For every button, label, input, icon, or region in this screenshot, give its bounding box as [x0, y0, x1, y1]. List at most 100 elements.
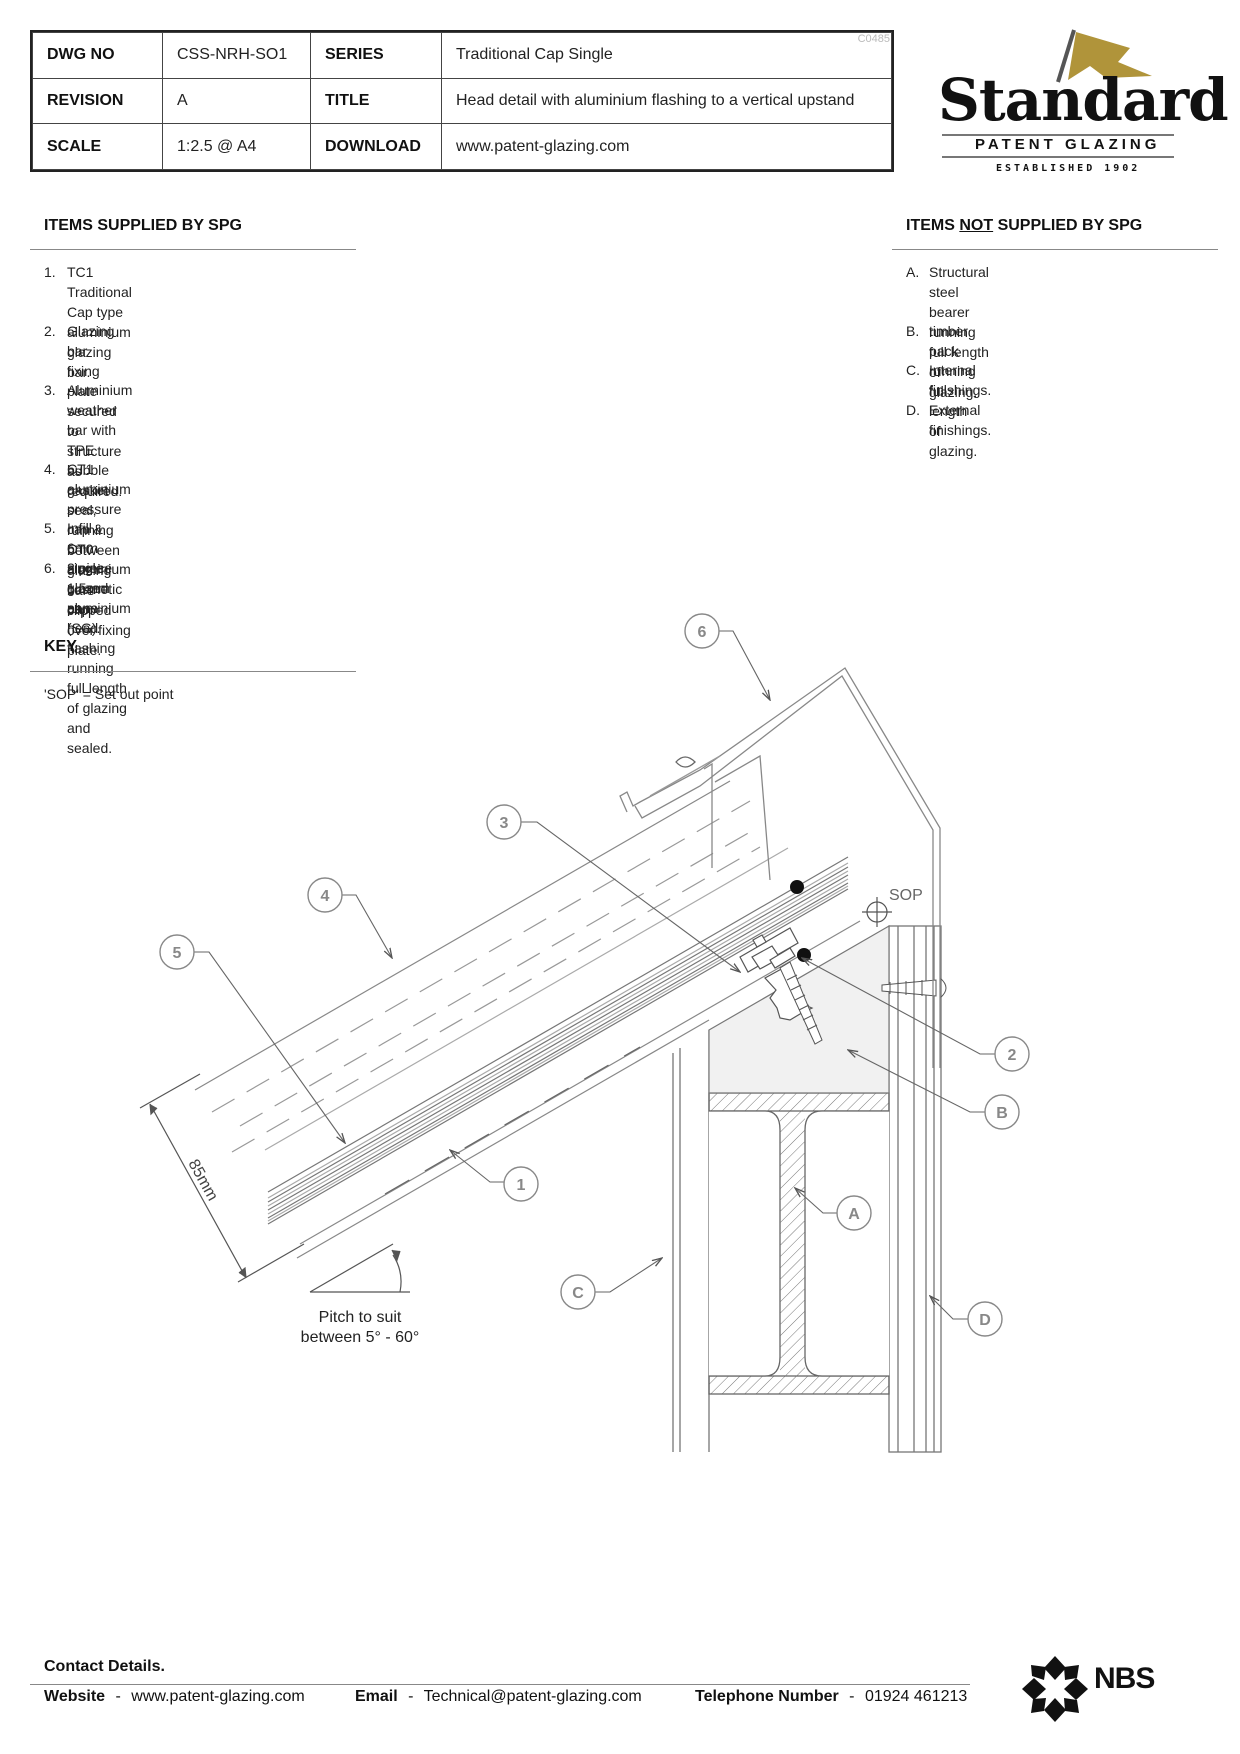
item-number: 6. [44, 560, 56, 576]
heading-part: SUPPLIED BY SPG [993, 217, 1143, 234]
item-text: Structural steel bearer running full len… [929, 264, 989, 380]
heading-part: ITEMS [906, 217, 960, 234]
separator: - [115, 1688, 121, 1705]
pitch-label-2: between 5° - 60° [301, 1329, 420, 1346]
item-number: 4. [44, 461, 56, 477]
contact-heading: Contact Details. [44, 1658, 165, 1675]
download-label: DOWNLOAD [310, 123, 442, 170]
logo-subtitle: PATENT GLAZING [975, 136, 1161, 153]
callout-label: 4 [321, 888, 330, 905]
callout-6: 6 [684, 613, 720, 649]
footer: Contact Details. Website - www.patent-gl… [0, 1650, 1240, 1750]
dwg-no-label: DWG NO [32, 32, 163, 79]
head-flashing [619, 667, 941, 1068]
key-heading: KEY [44, 638, 77, 655]
separator: - [408, 1688, 414, 1705]
website-link[interactable]: www.patent-glazing.com [131, 1688, 305, 1705]
footer-rule [30, 1684, 970, 1685]
callout-C: C [560, 1274, 596, 1310]
heading-emphasis: NOT [959, 217, 994, 234]
supplied-rule [30, 249, 356, 250]
callout-1: 1 [503, 1166, 539, 1202]
title-table: DWG NO CSS-NRH-SO1 SERIES Traditional Ca… [32, 32, 892, 170]
title-row: SCALE 1:2.5 @ A4 DOWNLOAD www.patent-gla… [32, 123, 892, 170]
title-label: TITLE [310, 77, 442, 125]
email-contact: Email - Technical@patent-glazing.com [355, 1688, 642, 1706]
leader-lines [193, 630, 995, 1320]
callout-B: B [984, 1094, 1020, 1130]
item-text: as required. [67, 463, 123, 499]
callout-5: 5 [159, 934, 195, 970]
nbs-logo-icon [1022, 1656, 1088, 1722]
supplied-list: 1. TC1 Traditional Cap type aluminium gl… [44, 262, 364, 756]
supplied-heading: ITEMS SUPPLIED BY SPG [44, 217, 242, 234]
callout-label: 2 [1008, 1047, 1017, 1064]
callout-label: 1 [517, 1177, 526, 1194]
website-contact: Website - www.patent-glazing.com [44, 1688, 305, 1706]
item-text: External finishings. [929, 402, 992, 438]
callout-3: 3 [486, 804, 522, 840]
head-detail-drawing: SOP 85mm Pitch to suit between 5° - 60° … [139, 613, 1030, 1453]
item-text: aluminium cosmetic cap. [67, 561, 131, 617]
item-text: TC1 Traditional Cap type aluminium glazi… [67, 264, 132, 360]
item-number: 2. [44, 323, 56, 339]
set-out-point [862, 897, 892, 927]
phone-contact: Telephone Number - 01924 461213 [695, 1688, 967, 1706]
standard-patent-glazing-logo: Standard PATENT GLAZING ESTABLISHED 1902 [930, 22, 1229, 182]
item-text: glazing. [929, 384, 978, 400]
upstand-screw [881, 977, 947, 999]
dimension-85mm [139, 1073, 305, 1283]
title-row: REVISION A TITLE Head detail with alumin… [32, 77, 892, 125]
phone-label: Telephone Number [695, 1688, 839, 1705]
item-text: Aluminium weather bar with TPE bubble [67, 382, 133, 478]
scale-label: SCALE [32, 123, 163, 170]
item-text: 2 piece 1.5mm aluminium head flashing [67, 560, 131, 656]
item-number: 1. [44, 264, 56, 280]
phone-number[interactable]: 01924 461213 [864, 1688, 968, 1705]
callout-4: 4 [307, 877, 343, 913]
item-letter: C. [906, 362, 920, 378]
vertical-upstand [888, 925, 942, 1453]
nbs-logo-text: NBS [1094, 1662, 1155, 1695]
title-row: DWG NO CSS-NRH-SO1 SERIES Traditional Ca… [32, 32, 892, 79]
website-label: Website [44, 1688, 106, 1705]
item-text: Infill 6mm single glazed pane (SG). [67, 520, 109, 636]
steel-bearer [708, 1092, 890, 1395]
email-link[interactable]: Technical@patent-glazing.com [423, 1688, 642, 1705]
item-text: running full length of glazing and seale… [67, 660, 127, 756]
key-rule [30, 671, 356, 672]
item-text: CT1 aluminium pressure cap & CT0 [67, 461, 131, 557]
dwg-no-value: CSS-NRH-SO1 [162, 32, 311, 79]
callout-A: A [836, 1195, 872, 1231]
internal-finish [672, 1030, 710, 1452]
callout-label: 5 [173, 945, 182, 962]
callout-label: C [572, 1285, 584, 1302]
reference-code: C0485 [857, 33, 890, 45]
glazing-assembly [194, 780, 861, 1259]
callout-label: 6 [698, 624, 707, 641]
item-text: gasket seal, running between glazing bar… [67, 482, 120, 598]
item-letter: B. [906, 323, 920, 339]
logo-rule [942, 156, 1174, 158]
item-letter: A. [906, 264, 920, 280]
series-value: Traditional Cap Single [441, 32, 892, 79]
pitch-indicator [309, 1243, 410, 1293]
logo-wordmark: Standard [938, 66, 1229, 134]
download-link[interactable]: www.patent-glazing.com [441, 123, 892, 170]
dimension-label: 85mm [185, 1157, 221, 1204]
not-supplied-list: A. Structural steel bearer running full … [906, 262, 1226, 459]
item-number: 5. [44, 520, 56, 536]
fixing-screw [779, 961, 823, 1045]
callout-label: A [848, 1206, 860, 1223]
item-text: clipped over fixing plate. [67, 602, 131, 658]
pitch-label-1: Pitch to suit [319, 1309, 402, 1326]
callout-label: D [979, 1312, 991, 1329]
logo-rule [942, 134, 1174, 136]
title-block: DWG NO CSS-NRH-SO1 SERIES Traditional Ca… [30, 30, 894, 172]
flag-icon [1056, 29, 1152, 83]
item-number: 3. [44, 382, 56, 398]
callout-D: D [967, 1301, 1003, 1337]
item-text: Internal finishings. [929, 362, 992, 398]
item-text: bar. [67, 364, 91, 380]
item-text: Glazing bar fixing plate secured to stru… [67, 323, 122, 459]
